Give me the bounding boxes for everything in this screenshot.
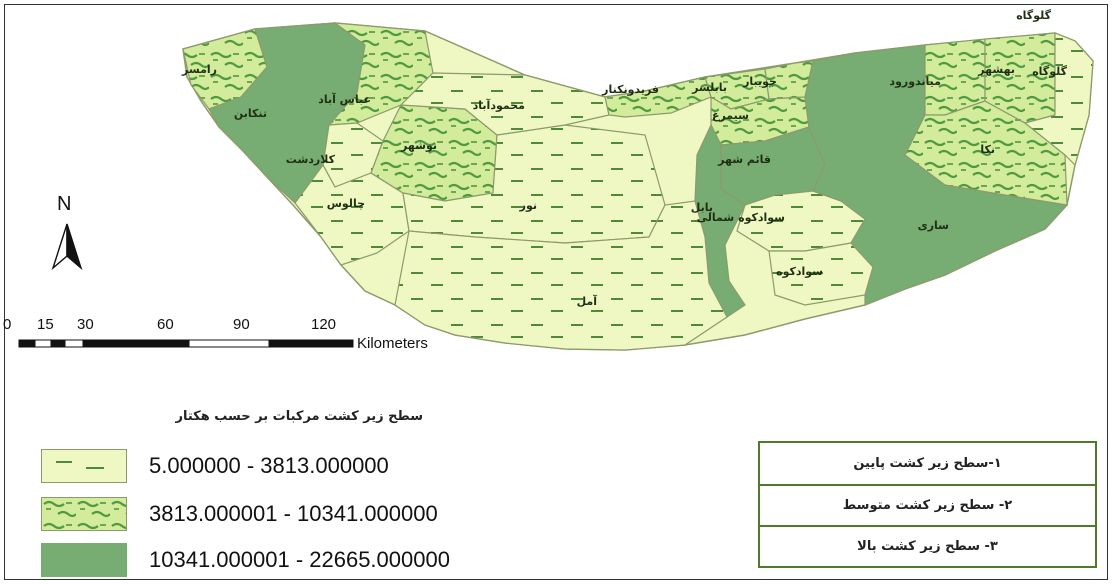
scale-tick-3: 60 [157,316,174,333]
region-label-13: بابل [691,201,713,214]
scale-segment-4 [82,339,190,348]
scale-tick-0: 0 [3,316,11,333]
region-label-15: سوادکوه [776,265,823,278]
north-arrow-right-icon [66,223,83,271]
region-21 [1023,32,1094,167]
region-label-9: بابلسر [691,81,727,94]
scale-tick-2: 30 [77,316,94,333]
region-label-18: میاندورود [889,75,941,88]
north-letter: N [57,193,71,215]
scale-bar: 0 15 30 60 90 120 Kilometers [3,316,428,352]
scale-tick-5: 120 [311,316,336,333]
scale-unit: Kilometers [357,335,428,352]
region-label-2: عباس آباد [318,92,371,106]
scale-segment-5 [188,339,270,348]
region-label-0: رامسر [181,63,217,76]
legend-swatch-low [41,449,127,483]
region-label-10: جویبار [742,75,777,88]
region-label-6: نور [519,199,537,212]
province-map: رامسر تنکابن عباس آباد کلاردشت چالوس نوشهر نور… [3,9,1094,352]
class-row-high: ۳- سطح زیر کشت بالا [760,525,1095,566]
region-label-16: آمل [577,294,598,308]
legend-range-high: 10341.000001 - 22665.000000 [149,547,450,572]
legend-swatch-medium [41,497,127,531]
region-label-11: سیمرغ [712,109,749,122]
region-19 [904,100,1068,206]
region-label-12: قائم شهر [717,153,771,166]
region-7 [399,72,610,136]
region-label-3: کلاردشت [286,153,336,166]
region-label-1: تنکابن [234,107,267,120]
class-row-low: ۱-سطح زیر کشت پایین [853,456,1002,471]
class-row-medium: ۲- سطح زیر کشت متوسط [760,484,1095,525]
scale-segment-6 [268,339,354,348]
region-layer [182,22,1094,351]
scale-tick-4: 90 [233,316,250,333]
region-label-21: گلوگاه [1032,65,1067,78]
scale-segment-3 [64,339,84,348]
scale-segment-1 [34,339,52,348]
map-figure: رامسر تنکابن عباس آباد کلاردشت چالوس نوشهر نور… [3,4,1108,580]
region-label-17: ساری [918,219,949,232]
legend-title: سطح زیر کشت مرکبات بر حسب هکتار [175,409,424,424]
scale-segment-2 [50,339,66,348]
region-8 [604,76,712,118]
north-arrow-left-icon [51,223,68,271]
class-table: ۱-سطح زیر کشت پایین ۲- سطح زیر کشت متوسط… [758,441,1097,568]
region-16 [394,200,728,351]
region-label-19: نکا [980,143,995,156]
region-label-8: فریدونکنار [601,83,659,96]
scale-segments [18,339,354,348]
region-label-7: محمودآباد [473,98,525,112]
scale-tick-labels: 0 15 30 60 90 120 [3,316,336,333]
scale-segment-0 [18,339,36,348]
legend-swatch-high [41,543,127,577]
scale-tick-1: 15 [37,316,54,333]
region-label-14: سوادکوه شمالی [697,211,785,224]
region-label-4: چالوس [327,197,365,210]
region-label-layer: رامسر تنکابن عباس آباد کلاردشت چالوس نوشهر نور… [181,9,1068,308]
legend-range-low: 5.000000 - 3813.000000 [149,453,389,478]
legend-range-medium: 3813.000001 - 10341.000000 [149,501,438,526]
region-label-5: نوشهر [400,139,437,152]
extra-region-label-0: گلوگاه [1016,9,1051,22]
north-arrow: N [51,193,83,271]
region-label-20: بهشهر [977,63,1015,76]
